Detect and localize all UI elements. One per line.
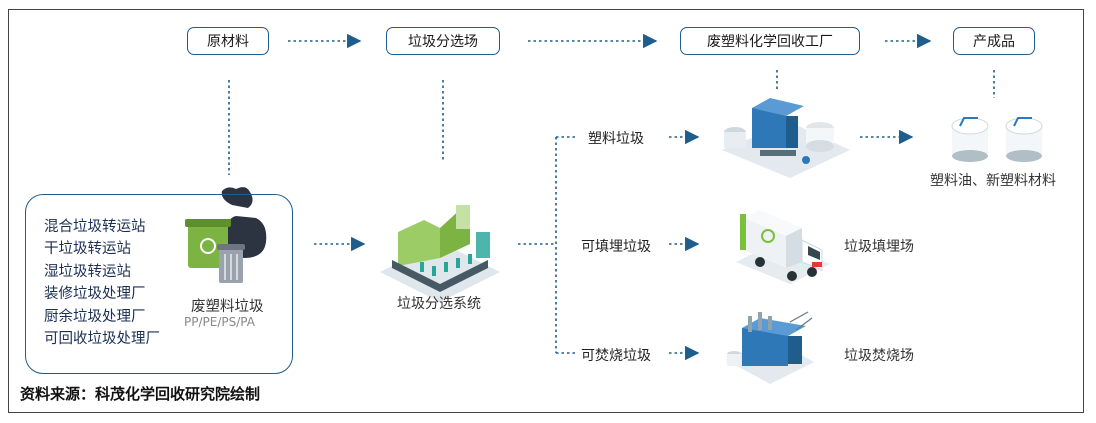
oil-storage-tanks-icon (951, 117, 1043, 162)
branch-landfill-label: 可填埋垃圾 (581, 239, 651, 255)
stage-raw-material: 原材料 (187, 27, 269, 55)
source-item: 湿垃圾转运站 (44, 263, 131, 280)
landfill-site-label: 垃圾填埋场 (844, 239, 914, 255)
source-item: 可回收垃圾处理厂 (44, 331, 160, 348)
sorting-machine-icon (380, 205, 500, 302)
source-item: 混合垃圾转运站 (44, 219, 146, 235)
stage-sorting-site-label: 垃圾分选场 (408, 34, 478, 50)
branch-incinerable-label: 可焚烧垃圾 (581, 348, 651, 364)
plastic-types-label: PP/PE/PS/PA (184, 315, 255, 329)
stage-chemical-plant-label: 废塑料化学回收工厂 (707, 34, 833, 50)
stage-sorting-site: 垃圾分选场 (386, 27, 500, 55)
source-box (25, 194, 293, 374)
incineration-plant-icon (726, 311, 814, 384)
source-list: 混合垃圾转运站 干垃圾转运站 湿垃圾转运站 装修垃圾处理厂 厨余垃圾处理厂 可回… (44, 216, 160, 350)
chemical-plant-icon (722, 98, 850, 178)
source-note: 资料来源：科茂化学回收研究院绘制 (20, 385, 261, 403)
garbage-truck-icon (736, 210, 830, 284)
incineration-site-label: 垃圾焚烧场 (844, 348, 914, 364)
sorting-system-label: 垃圾分选系统 (397, 296, 481, 312)
stage-raw-material-label: 原材料 (207, 34, 249, 50)
stage-product: 产成品 (953, 27, 1035, 55)
waste-plastic-label: 废塑料垃圾 (191, 299, 264, 315)
source-item: 厨余垃圾处理厂 (44, 308, 146, 325)
source-item: 装修垃圾处理厂 (44, 286, 146, 303)
source-item: 干垃圾转运站 (44, 241, 131, 258)
figure-frame (8, 9, 1084, 413)
stage-product-label: 产成品 (973, 34, 1015, 50)
product-output-label: 塑料油、新塑料材料 (930, 173, 1056, 189)
waste-bins-icon (185, 187, 267, 283)
stage-chemical-plant: 废塑料化学回收工厂 (680, 27, 860, 55)
branch-plastic-label: 塑料垃圾 (588, 131, 644, 147)
